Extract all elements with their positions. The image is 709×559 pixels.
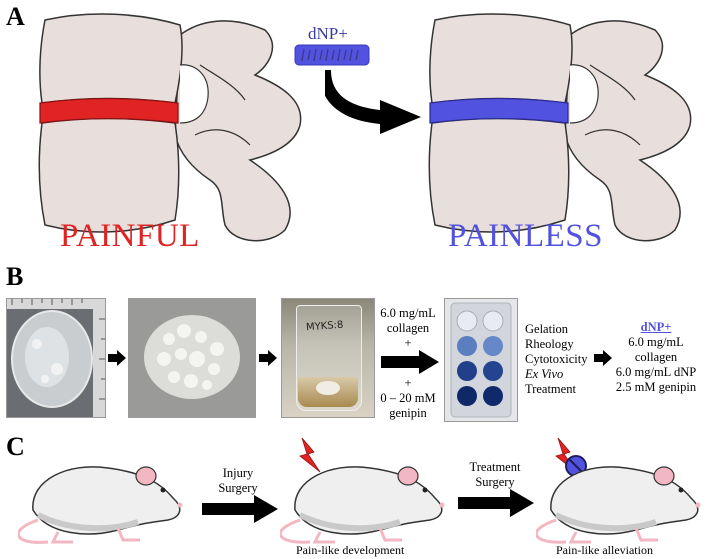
harvested-tissue-photo	[6, 298, 106, 418]
process-arrow-4	[594, 350, 612, 366]
mix-line-5: 0 – 20 mM	[380, 391, 436, 405]
painful-label: PAINFUL	[60, 218, 200, 254]
gel-vial-photo: MYKS:8	[281, 298, 375, 418]
mix-line-2: collagen	[386, 321, 430, 335]
test-treatment: Treatment	[525, 382, 576, 396]
posterior-process	[174, 20, 302, 242]
panel-b-label: B	[6, 262, 24, 291]
pain-lightning-icon	[299, 437, 321, 473]
characterization-list: Gelation Rheology Cytotoxicity Ex Vivo T…	[525, 322, 588, 397]
dnp-gel-icon	[294, 44, 370, 66]
painless-disc	[429, 97, 569, 124]
injury-line-1: Injury	[222, 466, 254, 480]
injury-arrow	[202, 495, 278, 523]
mix-line-6: genipin	[389, 406, 427, 420]
treatment-label: dNP+	[308, 24, 348, 43]
process-arrow-2	[259, 350, 277, 366]
caption-alleviation: Pain-like alleviation	[556, 543, 653, 557]
treatment-surgery-arrow	[458, 489, 534, 517]
painless-label: PAINLESS	[448, 218, 603, 254]
process-arrow-1	[108, 350, 126, 366]
injury-line-2: Surgery	[218, 481, 258, 495]
rat-injured	[280, 437, 445, 544]
painless-spine-illustration	[428, 13, 692, 242]
mixing-conditions-lower: + 0 – 20 mM genipin	[377, 376, 439, 421]
painful-disc	[39, 97, 179, 124]
decellularized-powder-photo	[128, 298, 256, 418]
mixing-conditions: 6.0 mg/mL collagen +	[377, 306, 439, 351]
treatment-arrow	[325, 70, 421, 134]
mix-line-4: +	[404, 376, 412, 390]
panel-a-label: A	[6, 2, 25, 31]
lower-vertebra	[38, 117, 180, 233]
treatment-surgery-label: Treatment Surgery	[460, 460, 530, 490]
caption-development: Pain-like development	[296, 543, 405, 557]
test-rheology: Rheology	[525, 337, 574, 351]
treatment-line-2: Surgery	[475, 475, 515, 489]
well-plate-photo	[444, 298, 518, 422]
panel-c-label: C	[6, 432, 25, 461]
mix-line-1: 6.0 mg/mL	[380, 306, 436, 320]
painful-spine-illustration	[38, 13, 302, 242]
test-cytotoxicity: Cytotoxicity	[525, 352, 588, 366]
rat-baseline	[18, 466, 183, 544]
process-arrow-3	[381, 350, 439, 374]
test-ex-vivo: Ex Vivo	[525, 367, 564, 381]
treatment-line-1: Treatment	[469, 460, 521, 474]
formulation-dnp: 6.0 mg/mL dNP	[615, 365, 697, 379]
formulation-collagen: 6.0 mg/mL collagen	[628, 335, 684, 364]
mix-line-3: +	[404, 336, 412, 350]
rat-treated	[536, 437, 701, 544]
upper-vertebra	[39, 13, 183, 104]
test-gelation: Gelation	[525, 322, 569, 336]
formulation-title: dNP+	[640, 320, 672, 334]
final-formulation: dNP+ 6.0 mg/mL collagen 6.0 mg/mL dNP 2.…	[606, 320, 706, 395]
formulation-genipin: 2.5 mM genipin	[615, 380, 697, 394]
injury-surgery-label: Injury Surgery	[208, 466, 268, 496]
vial-gel-pellet	[316, 381, 340, 395]
